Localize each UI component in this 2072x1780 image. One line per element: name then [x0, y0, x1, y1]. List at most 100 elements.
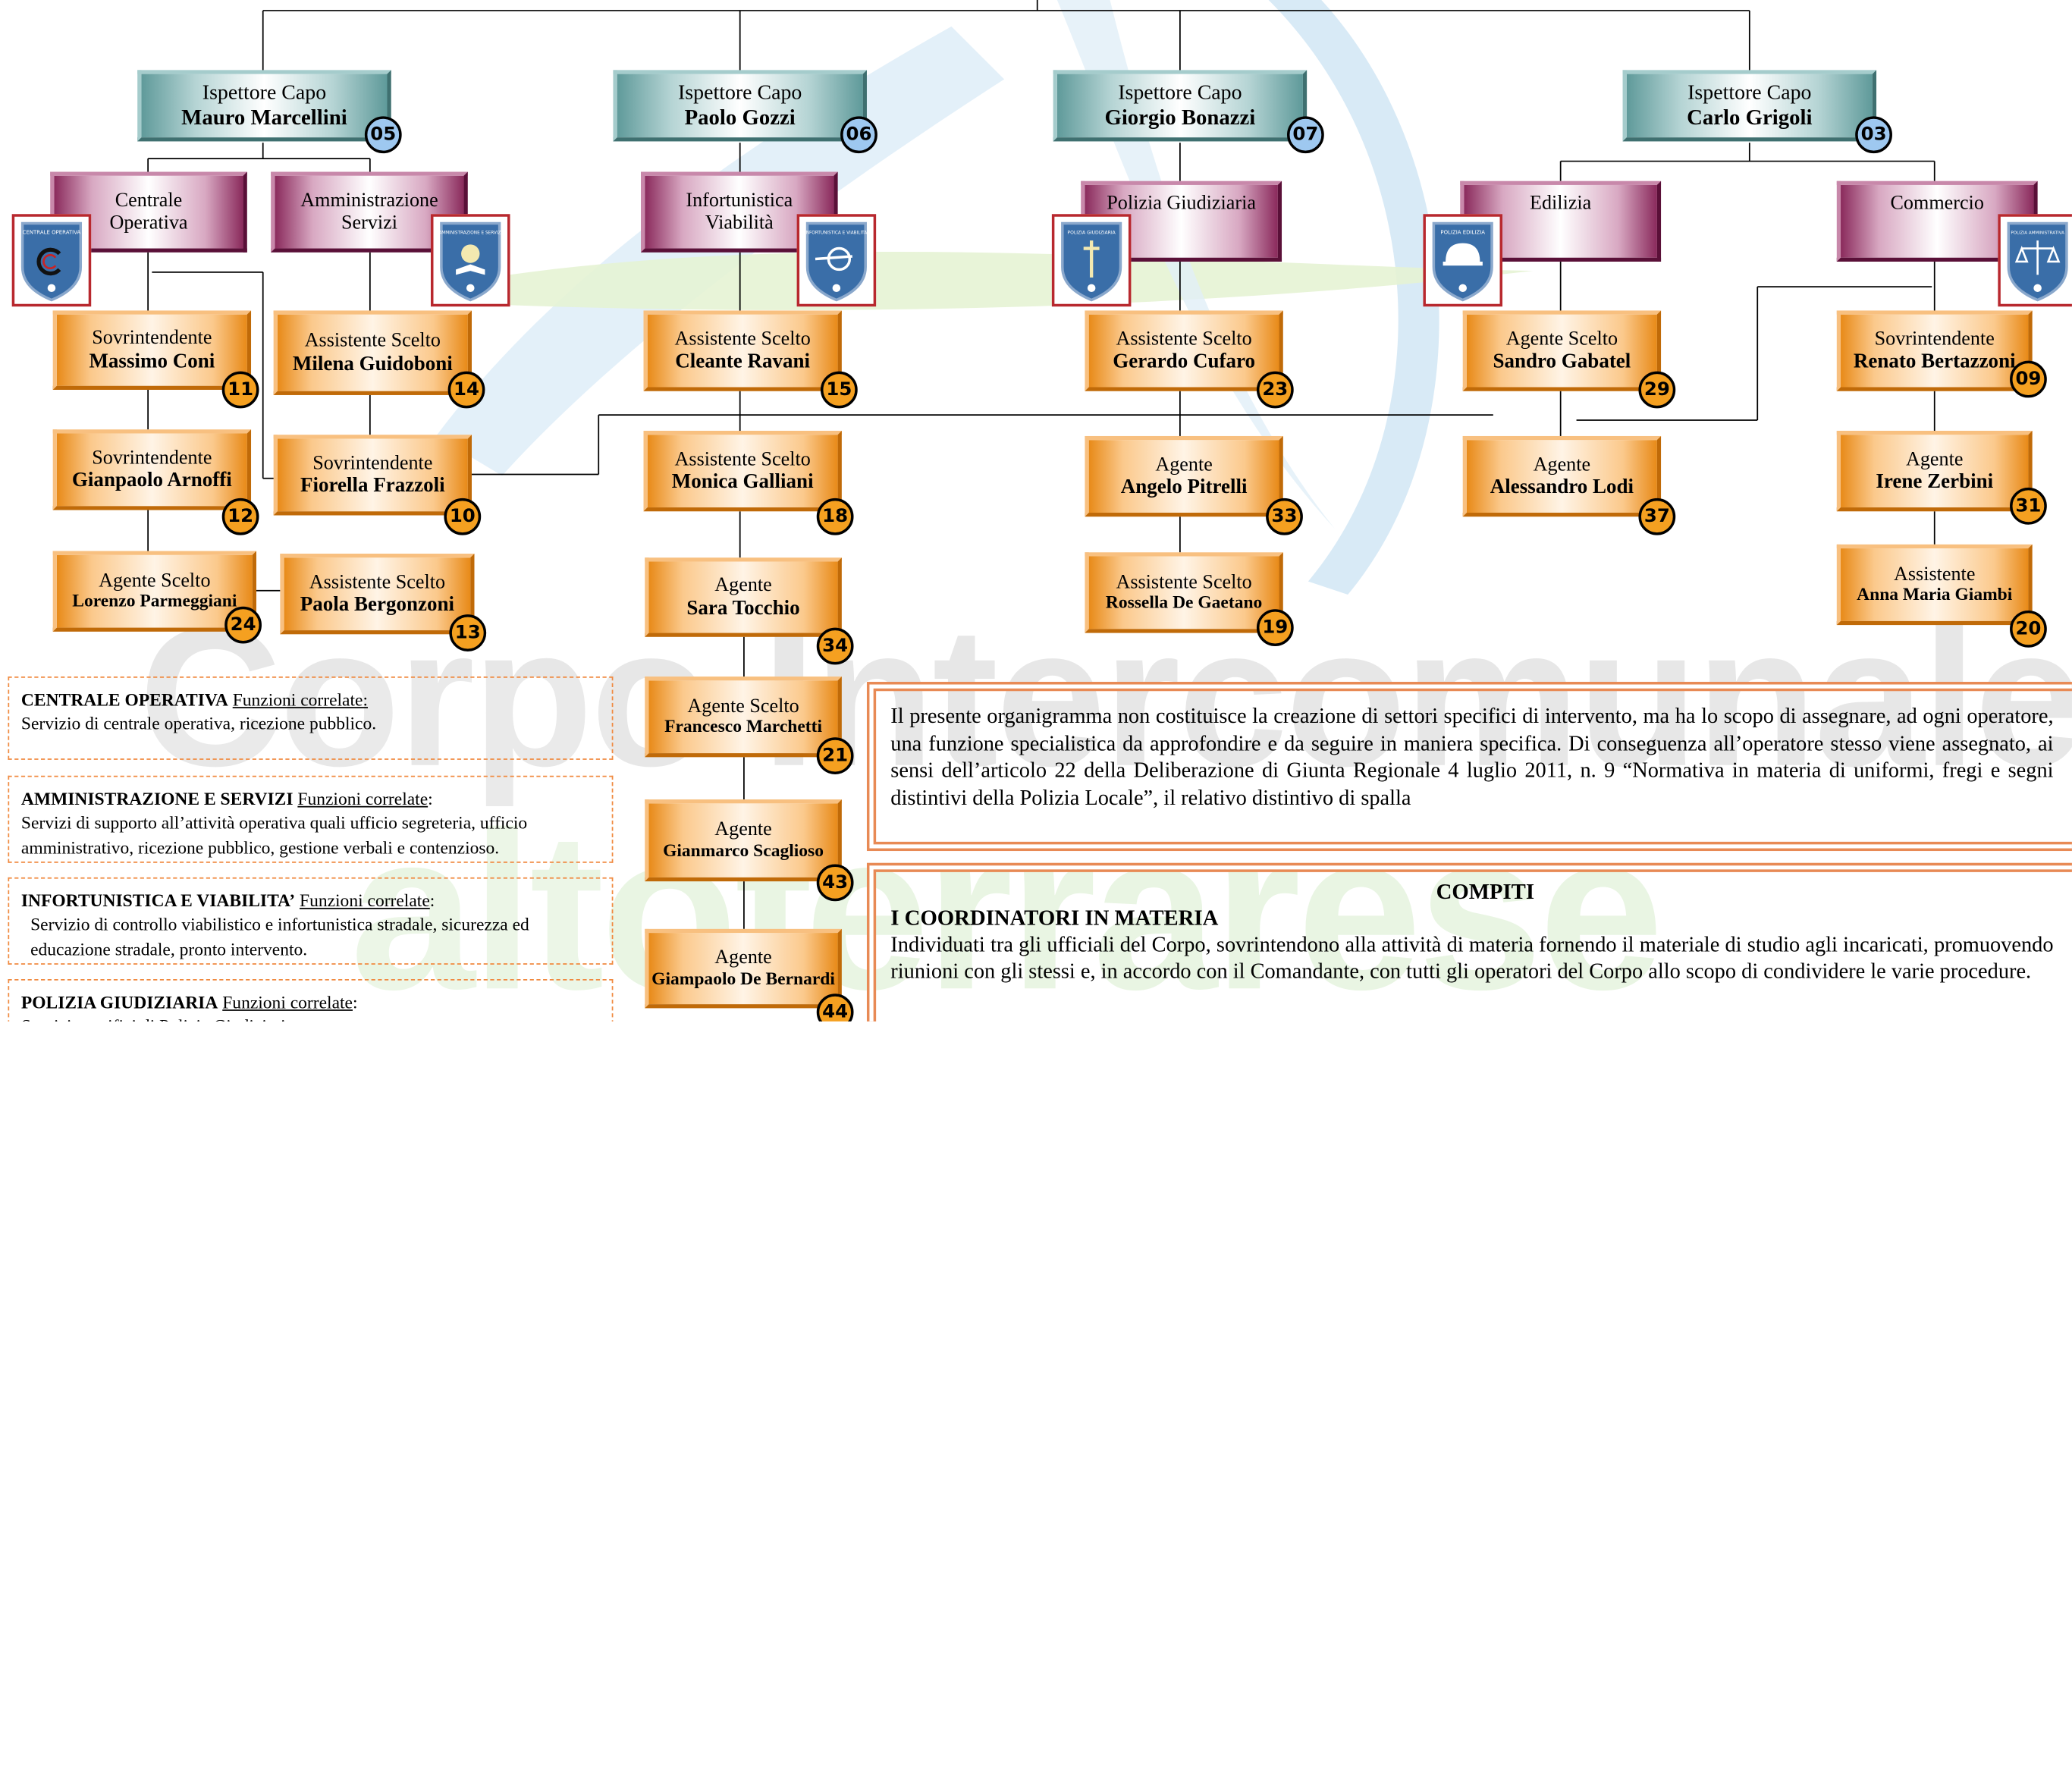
node-name: Lorenzo Parmeggiani	[72, 591, 237, 611]
node-name: Sara Tocchio	[686, 597, 800, 620]
shield-commercio-icon: POLIZIA AMMINISTRATIVA	[1998, 214, 2072, 307]
compiti-heading: COMPITI	[1436, 878, 1535, 904]
info-title: INFORTUNISTICA E VIABILITA’	[20, 890, 296, 911]
node-role: Assistente Scelto	[674, 328, 811, 350]
node-role: Ispettore Capo	[1118, 82, 1242, 105]
section-label: Edilizia	[1530, 193, 1592, 215]
info-title: AMMINISTRAZIONE E SERVIZI	[20, 789, 294, 809]
node-chief-marcellini: Ispettore Capo Mauro Marcellini	[137, 70, 391, 142]
node-name: Carlo Grigoli	[1687, 104, 1813, 130]
node-role: Sovrintendente	[1874, 328, 1995, 350]
node-role: Assistente Scelto	[1116, 328, 1252, 350]
node-renato-bertazzoni: Sovrintendente Renato Bertazzoni	[1836, 310, 2033, 391]
node-role: Assistente Scelto	[674, 448, 811, 470]
node-alessandro-lodi: Agente Alessandro Lodi	[1462, 435, 1662, 517]
connector-lines	[147, 0, 1935, 929]
number-badge: 05	[364, 116, 402, 154]
section-label-line2: Servizi	[341, 212, 397, 234]
node-name: Massimo Coni	[89, 350, 215, 372]
node-role: Agente	[714, 819, 772, 841]
number-badge: 18	[816, 498, 854, 535]
shield-label: POLIZIA AMMINISTRATIVA	[2011, 231, 2064, 235]
node-name: Gianpaolo Arnoffi	[71, 469, 232, 492]
info-colon: :	[353, 992, 358, 1012]
section-amministrazione-servizi: Amministrazione Servizi	[271, 171, 468, 253]
info-text: Servizio di centrale operativa, ricezion…	[20, 714, 377, 734]
node-role: Sovrintendente	[92, 328, 212, 350]
section-label: Polizia Giudiziaria	[1107, 193, 1256, 215]
node-role: Ispettore Capo	[678, 82, 802, 105]
node-role: Agente Scelto	[99, 570, 211, 592]
node-name: Rossella De Gaetano	[1105, 592, 1263, 613]
node-monica-galliani: Assistente Scelto Monica Galliani	[643, 430, 842, 512]
shield-infortunistica-icon: INFORTUNISTICA E VIABILITA'	[796, 214, 877, 307]
node-name: Irene Zerbini	[1876, 470, 1994, 494]
shield-polizia-giudiziaria-icon: POLIZIA GIUDIZIARIA	[1051, 214, 1132, 307]
node-angelo-pitrelli: Agente Angelo Pitrelli	[1085, 435, 1283, 517]
watermark-ferrarese: ferrarese	[733, 786, 1663, 1022]
info-link: Funzioni correlate:	[232, 689, 369, 710]
node-milena-guidoboni: Assistente Scelto Milena Guidoboni	[273, 310, 472, 395]
node-role: Agente	[1905, 448, 1964, 470]
shield-label: INFORTUNISTICA E VIABILITA'	[805, 231, 868, 235]
shield-label: POLIZIA EDILIZIA	[1440, 229, 1485, 235]
node-giampaolo-de-bernardi: Agente Giampaolo De Bernardi	[645, 928, 842, 1009]
number-badge: 07	[1287, 116, 1324, 154]
node-name: Anna Maria Giambi	[1857, 584, 2013, 604]
info-colon: :	[428, 789, 433, 809]
node-fiorella-frazzoli: Sovrintendente Fiorella Frazzoli	[273, 435, 472, 516]
shield-label: AMMINISTRAZIONE E SERVIZI	[438, 231, 502, 235]
node-role: Assistente Scelto	[304, 330, 441, 352]
number-badge: 09	[2010, 360, 2047, 398]
shield-edilizia-icon: POLIZIA EDILIZIA	[1423, 214, 1502, 307]
node-role: Assistente	[1893, 564, 1976, 585]
node-sandro-gabatel: Agente Scelto Sandro Gabatel	[1462, 310, 1662, 391]
node-role: Agente	[1533, 454, 1591, 476]
info-title: CENTRALE OPERATIVA	[20, 689, 228, 710]
number-badge: 34	[816, 627, 854, 665]
node-name: Renato Bertazzoni	[1853, 350, 2016, 373]
info-box-infortunistica-viabilita: INFORTUNISTICA E VIABILITA’ Funzioni cor…	[8, 877, 614, 965]
section-label-line1: Amministrazione	[300, 190, 438, 212]
intro-text-box: Il presente organigramma non costituisce…	[866, 682, 2072, 852]
node-francesco-marchetti: Agente Scelto Francesco Marchetti	[645, 677, 842, 758]
node-chief-bonazzi: Ispettore Capo Giorgio Bonazzi	[1053, 70, 1308, 142]
node-gerardo-cufaro: Assistente Scelto Gerardo Cufaro	[1085, 310, 1283, 391]
node-name: Francesco Marchetti	[664, 716, 822, 737]
number-badge: 33	[1266, 498, 1303, 535]
info-title: POLIZIA GIUDIZIARIA	[20, 992, 218, 1012]
number-badge: 23	[1256, 371, 1294, 409]
node-name: Giorgio Bonazzi	[1104, 104, 1256, 130]
info-link: Funzioni correlate	[297, 789, 429, 809]
node-name: Milena Guidoboni	[292, 352, 453, 375]
node-role: Assistente Scelto	[309, 571, 446, 593]
node-role: Assistente Scelto	[1116, 572, 1252, 593]
intro-text: Il presente organigramma non costituisce…	[890, 702, 2054, 811]
node-name: Angelo Pitrelli	[1120, 476, 1248, 499]
node-name: Gianmarco Scaglioso	[663, 840, 824, 860]
node-anna-maria-giambi: Assistente Anna Maria Giambi	[1836, 544, 2033, 626]
number-badge: 10	[444, 498, 482, 535]
node-cleante-ravani: Assistente Scelto Cleante Ravani	[643, 310, 842, 391]
node-lorenzo-parmeggiani: Agente Scelto Lorenzo Parmeggiani	[52, 551, 257, 632]
node-rossella-de-gaetano: Assistente Scelto Rossella De Gaetano	[1085, 552, 1283, 633]
node-role: Agente Scelto	[1505, 328, 1618, 350]
number-badge: 37	[1638, 498, 1676, 535]
node-name: Giampaolo De Bernardi	[651, 968, 835, 988]
info-box-centrale-operativa: CENTRALE OPERATIVA Funzioni correlate: S…	[8, 677, 614, 760]
node-paola-bergonzoni: Assistente Scelto Paola Bergonzoni	[280, 554, 475, 635]
info-link: Funzioni correlate	[299, 890, 430, 911]
node-role: Sovrintendente	[312, 453, 433, 474]
shield-label: POLIZIA GIUDIZIARIA	[1067, 230, 1116, 235]
section-label-line1: Centrale	[115, 190, 183, 212]
node-name: Cleante Ravani	[675, 350, 811, 373]
node-massimo-coni: Sovrintendente Massimo Coni	[52, 310, 252, 390]
node-name: Paola Bergonzoni	[300, 593, 455, 617]
number-badge: 29	[1638, 371, 1676, 409]
info-text: Servizio di controllo viabilistico e inf…	[30, 915, 529, 959]
node-chief-grigoli: Ispettore Capo Carlo Grigoli	[1622, 70, 1877, 142]
node-name: Paolo Gozzi	[684, 104, 796, 130]
node-irene-zerbini: Agente Irene Zerbini	[1836, 430, 2033, 512]
node-gianmarco-scaglioso: Agente Gianmarco Scaglioso	[645, 799, 842, 882]
section-label-line2: Operativa	[109, 212, 188, 234]
